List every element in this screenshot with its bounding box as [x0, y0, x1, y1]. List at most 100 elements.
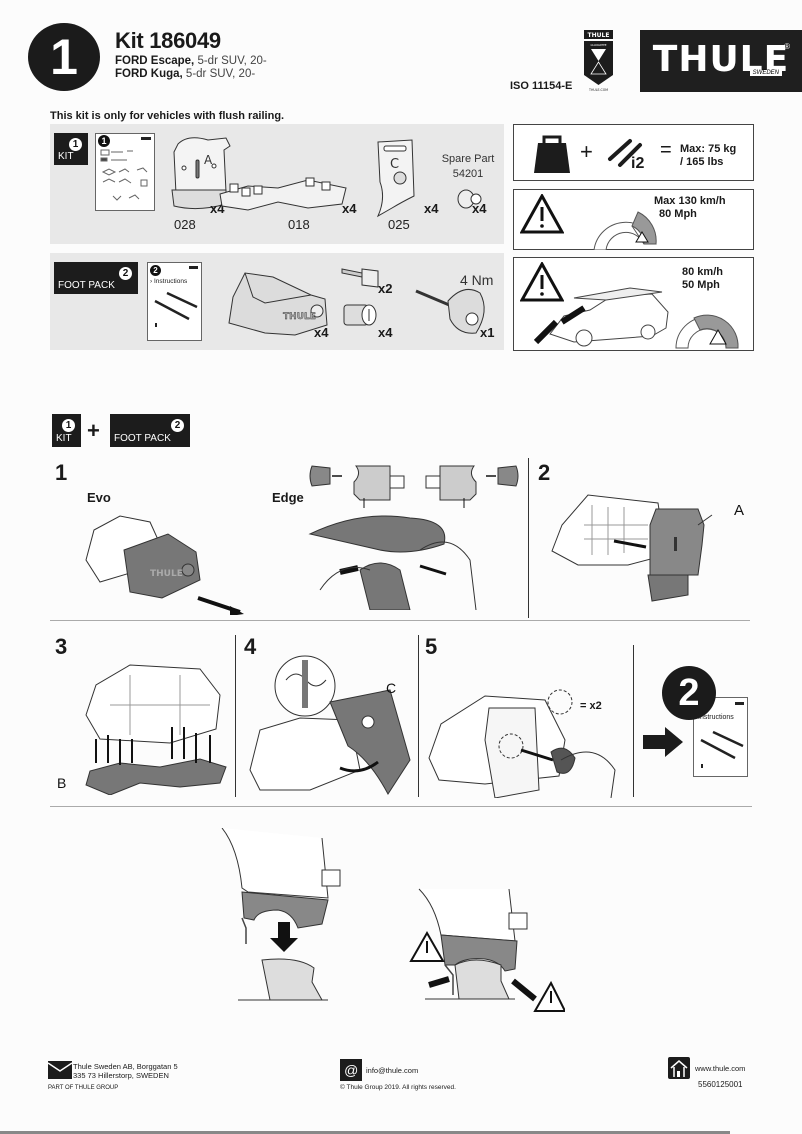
- document-number: 5560125001: [698, 1080, 743, 1089]
- roof-bars-icon: [608, 139, 642, 167]
- combo-kit-box-icon: 1 KIT: [52, 414, 81, 447]
- thule-group-text: PART OF THULE GROUP: [48, 1085, 119, 1091]
- step1-evo-illustration: THULE: [85, 515, 244, 615]
- load-speed-info-box: 80 km/h 50 Mph: [513, 257, 754, 351]
- vehicle-line: FORD Escape, 5-dr SUV, 20-: [115, 55, 267, 67]
- manual-label: › Instructions: [150, 278, 188, 285]
- svg-text:THULE: THULE: [283, 312, 316, 322]
- foot-pack-contents-panel: 2 FOOT PACK 2 › Instructions THULE x4 x2: [50, 253, 504, 350]
- lock-cylinder-part-icon: [343, 304, 377, 326]
- speedometer-icon: [675, 314, 739, 349]
- max-speed-kmh: Max 130 km/h: [654, 195, 726, 207]
- foot-pack-manual-icon: 2 › Instructions: [147, 262, 202, 341]
- company-address: Thule Sweden AB, Borggatan 5 335 73 Hill…: [73, 1062, 178, 1080]
- callout-a: A: [734, 502, 745, 519]
- step2-illustration: [551, 494, 713, 602]
- roof-bars-icon: [154, 291, 198, 327]
- kit-label: KIT: [58, 151, 74, 162]
- vehicle-model: FORD Kuga,: [115, 68, 183, 80]
- vehicle-spec: 5-dr SUV, 20-: [194, 55, 267, 67]
- part-qty: x4: [424, 201, 439, 216]
- svg-text:THULE: THULE: [588, 32, 610, 39]
- vehicle-model: FORD Escape,: [115, 55, 195, 67]
- kit-manual-icon: 1: [95, 133, 155, 211]
- max-load-text: Max: 75 kg / 165 lbs: [680, 143, 736, 169]
- svg-text:GUARANTEE: GUARANTEE: [591, 43, 607, 47]
- part-qty: x2: [378, 281, 393, 296]
- combo-foot-label: FOOT PACK: [114, 433, 171, 444]
- spare-part-code: 54201: [452, 168, 484, 180]
- address-line-2: 335 73 Hillerstorp, SWEDEN: [73, 1071, 169, 1080]
- kit-box-icon: 1 KIT: [54, 133, 88, 165]
- part-qty: x4: [210, 201, 225, 216]
- variant-edge-label: Edge: [272, 490, 304, 505]
- step-number: 1: [55, 460, 68, 485]
- max-load-kg: Max: 75 kg: [680, 143, 737, 155]
- step4-illustration: [249, 655, 411, 795]
- combo-kit-number: 1: [62, 419, 75, 432]
- roof-bars-icon: [700, 730, 744, 768]
- page-bottom-border: [0, 1131, 730, 1134]
- kit-contents-panel: 1 KIT 1 A: [50, 124, 504, 244]
- warning-icon: [520, 194, 564, 234]
- kit-title: Kit 186049: [115, 28, 221, 53]
- spare-part-title: Spare Part: [441, 153, 495, 165]
- svg-text:A: A: [204, 153, 213, 167]
- section-divider: [50, 806, 752, 807]
- combo-foot-number: 2: [171, 419, 184, 432]
- iso-standard: ISO 11154-E: [510, 80, 573, 92]
- website-link[interactable]: www.thule.com: [695, 1064, 746, 1073]
- step-divider: [528, 458, 529, 618]
- plate-c-part-icon: C: [376, 139, 415, 218]
- callout-b: B: [57, 775, 67, 791]
- max-speed-text: Max 130 km/h 80 Mph: [654, 195, 726, 221]
- load-speed-text: 80 km/h 50 Mph: [682, 266, 723, 292]
- email-icon: @: [340, 1059, 362, 1081]
- bracket-a-part-icon: A: [171, 137, 231, 210]
- plus-sign: +: [580, 139, 593, 164]
- copyright-text: © Thule Group 2019. All rights reserved.: [340, 1084, 456, 1091]
- manual-number: 2: [150, 265, 161, 276]
- part-code: 018: [288, 217, 310, 232]
- part-qty: x1: [480, 325, 495, 340]
- page-step-number: 1: [28, 23, 100, 91]
- step-divider: [235, 635, 236, 797]
- load-speed-mph: 50 Mph: [682, 279, 720, 291]
- vehicle-spec: 5-dr SUV, 20-: [182, 68, 256, 80]
- spare-part-label: Spare Part 54201: [438, 152, 498, 182]
- part-qty: x4: [342, 201, 357, 216]
- manual-parts-thumbnails-icon: [100, 149, 148, 201]
- next-arrow-icon: [643, 727, 683, 757]
- part-qty: x4: [378, 325, 393, 340]
- combo-plus: +: [87, 418, 100, 443]
- load-speed-kmh: 80 km/h: [682, 266, 723, 278]
- foot-pack-label: FOOT PACK: [58, 280, 115, 291]
- step-number: 4: [244, 634, 257, 659]
- speedometer-icon: [593, 211, 657, 250]
- manual-number: 1: [98, 135, 110, 147]
- part-code: 028: [174, 217, 196, 232]
- variant-evo-label: Evo: [87, 490, 111, 505]
- max-load-info-box: + i2 = Max: 75 kg / 165 lbs: [513, 124, 754, 181]
- max-speed-info-box: Max 130 km/h 80 Mph: [513, 189, 754, 250]
- compatibility-note: This kit is only for vehicles with flush…: [50, 110, 285, 122]
- kit-number-badge: 1: [69, 138, 82, 151]
- vehicle-line: FORD Kuga, 5-dr SUV, 20-: [115, 68, 255, 80]
- max-speed-mph: 80 Mph: [659, 208, 697, 220]
- bars-count: i2: [631, 155, 645, 172]
- mail-icon: [48, 1061, 72, 1079]
- part-qty: x4: [472, 201, 487, 216]
- home-icon: [668, 1057, 690, 1079]
- max-load-lbs: / 165 lbs: [680, 156, 724, 168]
- svg-text:THULE.COM: THULE.COM: [588, 88, 608, 92]
- pad-part-icon: [219, 177, 347, 211]
- warning-icon: [520, 262, 564, 302]
- step-number: 3: [55, 634, 68, 659]
- callout-c: C: [386, 680, 397, 696]
- step-number: 5: [425, 634, 438, 659]
- next-manual-label: Instructions: [698, 714, 734, 721]
- email-link[interactable]: info@thule.com: [366, 1066, 419, 1075]
- step-divider: [633, 645, 634, 797]
- svg-text:THULE: THULE: [150, 569, 183, 579]
